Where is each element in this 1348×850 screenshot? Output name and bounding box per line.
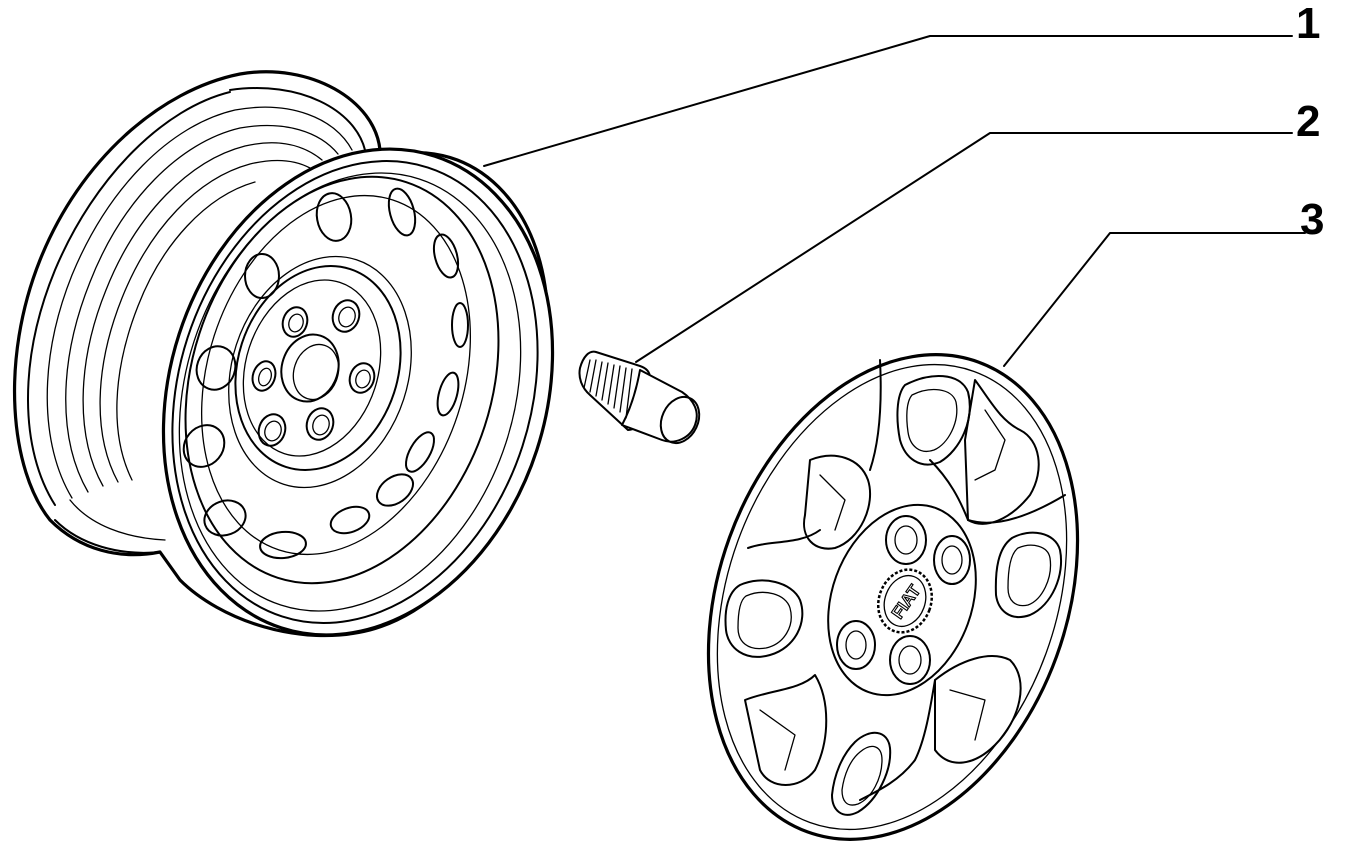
wheel-hub-cap: FIAT: [706, 353, 1080, 841]
leader-line-1: [483, 35, 1293, 167]
leader-lines: [483, 35, 1306, 367]
lug-holes: [251, 299, 376, 447]
callout-label-1: 1: [1296, 0, 1321, 48]
leader-line-3: [1003, 232, 1306, 367]
callout-label-2: 2: [1296, 97, 1321, 146]
ventilation-holes: [182, 187, 469, 560]
wheel-bolt: [578, 350, 701, 445]
lug-nut-covers: [836, 515, 971, 685]
leader-line-2: [635, 132, 1293, 363]
callout-label-3: 3: [1300, 195, 1325, 244]
steel-wheel-rim: [13, 70, 555, 638]
brand-logo: FIAT: [876, 568, 934, 634]
